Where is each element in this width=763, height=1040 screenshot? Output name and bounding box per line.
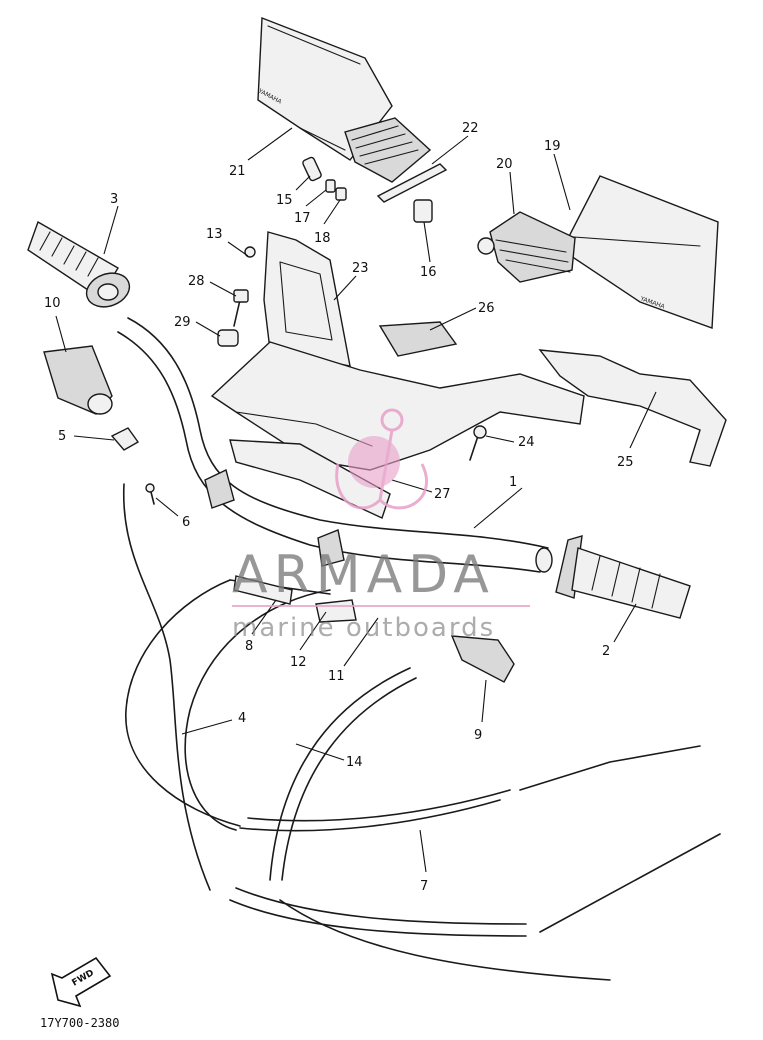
callout-28: 28 — [188, 274, 205, 289]
callout-12: 12 — [290, 655, 307, 670]
side-cover-part — [538, 349, 727, 467]
bolt-part — [469, 435, 479, 461]
right-grip — [555, 535, 691, 619]
clamp-part — [110, 427, 140, 451]
callout-13: 13 — [206, 227, 223, 242]
callout-22: 22 — [462, 121, 479, 136]
watermark-subtitle: marine outboards — [232, 613, 495, 643]
callout-5: 5 — [58, 429, 66, 444]
callout-3: 3 — [110, 192, 118, 207]
watermark: ARMADA marine outboards — [232, 408, 530, 643]
handlebar-cover — [210, 231, 585, 519]
plate-part — [378, 321, 458, 357]
mirror-left-part: YAMAHA — [256, 16, 432, 183]
throttle-housing — [43, 345, 113, 415]
mirror-right-part: YAMAHA — [489, 175, 719, 329]
callout-6: 6 — [182, 515, 190, 530]
anchor-logo-icon — [335, 408, 429, 510]
handlebar-tube — [117, 317, 553, 573]
callout-2: 2 — [602, 644, 610, 659]
callout-14: 14 — [346, 755, 363, 770]
callout-labels: 1 2 3 4 5 6 7 8 9 10 11 12 13 14 15 16 1… — [44, 121, 657, 894]
small-hardware — [302, 156, 495, 255]
callout-9: 9 — [474, 728, 482, 743]
callout-1: 1 — [509, 475, 517, 490]
callout-26: 26 — [478, 301, 495, 316]
callout-17: 17 — [294, 211, 311, 226]
watermark-title: ARMADA — [232, 545, 495, 605]
callout-11: 11 — [328, 669, 345, 684]
forward-arrow-icon: FWD — [50, 956, 112, 1008]
diagram-code: 17Y700-2380 — [40, 1016, 119, 1030]
callout-27: 27 — [434, 487, 451, 502]
callout-10: 10 — [44, 296, 61, 311]
callout-25: 25 — [617, 455, 634, 470]
callout-24: 24 — [518, 435, 535, 450]
callout-23: 23 — [352, 261, 369, 276]
callout-16: 16 — [420, 265, 437, 280]
callout-21: 21 — [229, 164, 246, 179]
callout-29: 29 — [174, 315, 191, 330]
throttle-grip — [27, 220, 131, 308]
callout-20: 20 — [496, 157, 513, 172]
callout-8: 8 — [245, 639, 253, 654]
callout-15: 15 — [276, 193, 293, 208]
callout-18: 18 — [314, 231, 331, 246]
callout-19: 19 — [544, 139, 561, 154]
callout-7: 7 — [420, 879, 428, 894]
callout-4: 4 — [238, 711, 246, 726]
